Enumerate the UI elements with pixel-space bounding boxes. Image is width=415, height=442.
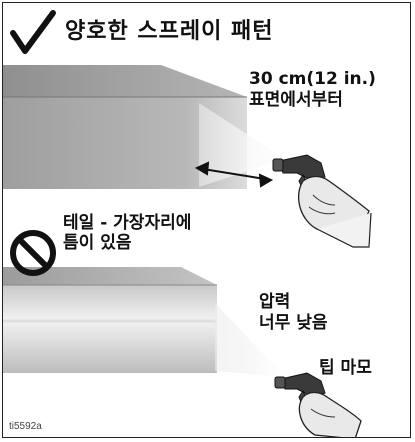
spray-fan-bottom bbox=[215, 303, 285, 377]
top-panel bbox=[3, 65, 247, 189]
tails-label-line2: 틈이 있음 bbox=[63, 233, 132, 253]
distance-label-line2: 표면에서부터 bbox=[249, 90, 343, 110]
spray-gun-top bbox=[272, 154, 372, 248]
distance-arrow bbox=[194, 161, 274, 188]
pressure-label-line1: 압력 bbox=[259, 292, 291, 312]
pressure-label: 압력 너무 낮음 bbox=[259, 292, 327, 334]
spray-gun-bottom bbox=[274, 372, 362, 437]
pressure-label-line2: 너무 낮음 bbox=[259, 313, 328, 333]
spray-fan-top bbox=[199, 103, 285, 187]
checkmark-icon bbox=[10, 10, 56, 54]
distance-label: 30 cm(12 in.) 표면에서부터 bbox=[249, 69, 376, 111]
tails-label: 테일 - 가장자리에 틈이 있음 bbox=[63, 213, 191, 253]
tip-worn-label: 팁 마모 bbox=[319, 358, 372, 378]
prohibition-icon bbox=[10, 230, 56, 276]
figure-frame: 양호한 스프레이 패턴 30 cm(12 in.) 표면에서부터 테일 - 가장… bbox=[2, 2, 411, 438]
illustration bbox=[3, 10, 372, 437]
bottom-panel bbox=[3, 267, 217, 373]
figure-title: 양호한 스프레이 패턴 bbox=[65, 19, 274, 44]
tails-label-line1: 테일 - 가장자리에 bbox=[63, 213, 192, 233]
image-code: ti5592a bbox=[9, 421, 42, 432]
distance-label-line1: 30 cm(12 in.) bbox=[249, 69, 376, 89]
